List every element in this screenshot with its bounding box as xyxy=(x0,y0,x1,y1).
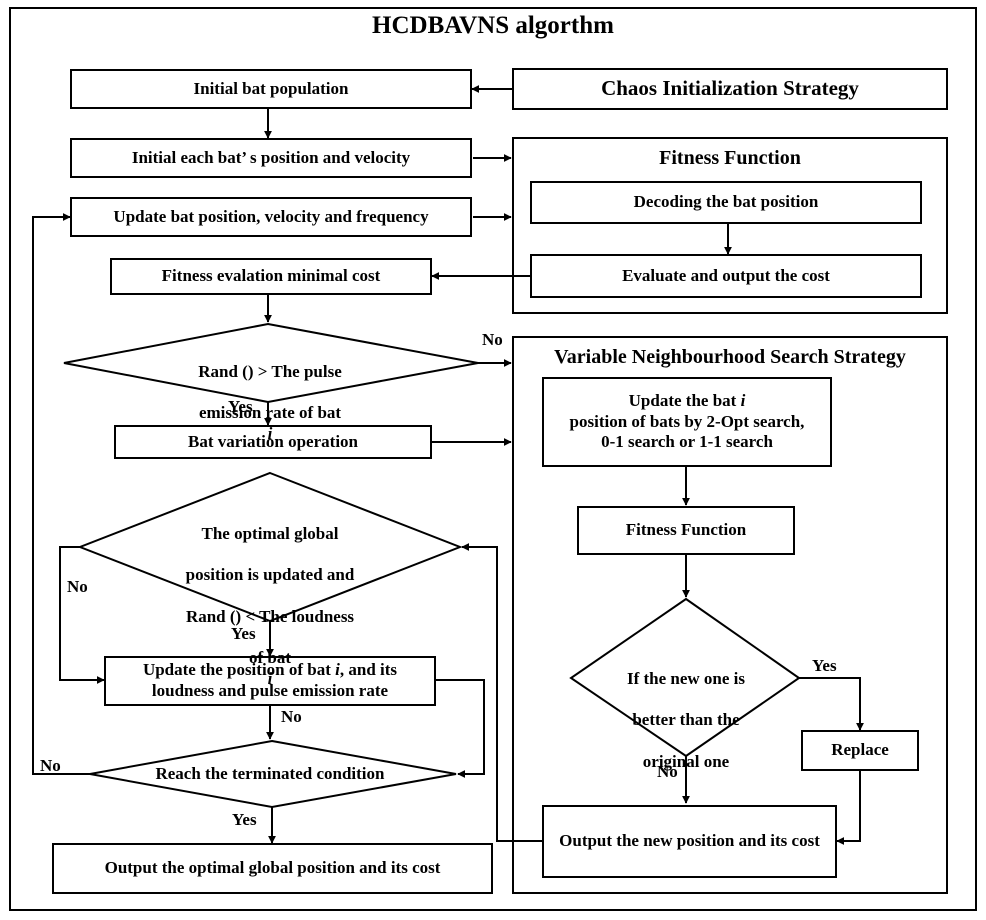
edge-replace-to-outputnew xyxy=(836,771,861,845)
node-vns-fitness-label: Fitness Function xyxy=(625,520,747,540)
node-initial-population-label: Initial bat population xyxy=(193,78,349,98)
node-evaluate-cost-label: Evaluate and output the cost xyxy=(622,265,830,285)
node-update-position-label: Update the position of bat i, and its lo… xyxy=(142,660,398,700)
node-evaluate-cost: Evaluate and output the cost xyxy=(530,254,922,298)
edge-better-yes-to-replace xyxy=(799,677,864,731)
label-update-no: No xyxy=(281,707,302,726)
edge-optimal-no-to-updatepos xyxy=(59,546,105,684)
node-update-position: Update the position of bat i, and its lo… xyxy=(104,656,436,706)
label-pulse-yes: Yes xyxy=(228,397,253,416)
label-optimal-no: No xyxy=(67,577,88,596)
fitness-function-title: Fitness Function xyxy=(659,147,801,169)
node-output-new: Output the new position and its cost xyxy=(542,805,837,878)
label-term-yes: Yes xyxy=(232,810,257,829)
label-better-yes: Yes xyxy=(812,656,837,675)
node-chaos-initialization-label: Chaos Initialization Strategy xyxy=(601,76,859,101)
node-initial-position: Initial each bat’ s position and velocit… xyxy=(70,138,472,178)
node-chaos-initialization: Chaos Initialization Strategy xyxy=(512,68,948,110)
edge-terminated-no-to-update xyxy=(32,213,90,775)
node-bat-variation-label: Bat variation operation xyxy=(188,431,358,451)
node-update-bat: Update bat position, velocity and freque… xyxy=(70,197,472,237)
node-initial-position-label: Initial each bat’ s position and velocit… xyxy=(131,147,411,167)
label-better-no: No xyxy=(657,762,678,781)
label-term-no: No xyxy=(40,756,61,775)
fitness-function-group xyxy=(512,137,948,314)
node-output-new-label: Output the new position and its cost xyxy=(559,831,820,851)
label-optimal-yes: Yes xyxy=(231,624,256,643)
node-output-optimal-label: Output the optimal global position and i… xyxy=(104,858,441,878)
node-vns-update: Update the bat i position of bats by 2-O… xyxy=(542,377,832,467)
node-output-optimal: Output the optimal global position and i… xyxy=(52,843,493,894)
edge-outputnew-to-optimal xyxy=(461,543,542,842)
node-decoding-label: Decoding the bat position xyxy=(633,192,819,212)
node-bat-variation: Bat variation operation xyxy=(114,425,432,459)
node-vns-update-label: Update the bat i position of bats by 2-O… xyxy=(569,390,805,452)
decision-terminated-label: Reach the terminated condition xyxy=(155,764,385,783)
outer-frame xyxy=(9,7,977,911)
node-update-bat-label: Update bat position, velocity and freque… xyxy=(113,206,429,226)
node-replace: Replace xyxy=(801,730,919,771)
vns-group xyxy=(512,336,948,894)
decision-pulse-label: Rand () > The pulse emission rate of bat… xyxy=(198,361,342,443)
label-pulse-no: No xyxy=(482,330,503,349)
decision-better-label: If the new one is better than the origin… xyxy=(626,668,746,771)
edge-updatepos-right-to-terminated xyxy=(436,679,485,778)
node-decoding: Decoding the bat position xyxy=(530,181,922,224)
diagram-title: HCDBAVNS algorthm xyxy=(372,12,614,39)
node-replace-label: Replace xyxy=(831,740,889,760)
node-vns-fitness: Fitness Function xyxy=(577,506,795,555)
vns-title: Variable Neighbourhood Search Strategy xyxy=(554,346,906,368)
node-initial-population: Initial bat population xyxy=(70,69,472,109)
node-fitness-evaluation: Fitness evalation minimal cost xyxy=(110,258,432,295)
decision-optimal-label: The optimal global position is updated a… xyxy=(185,523,355,688)
node-fitness-evaluation-label: Fitness evalation minimal cost xyxy=(161,266,381,286)
